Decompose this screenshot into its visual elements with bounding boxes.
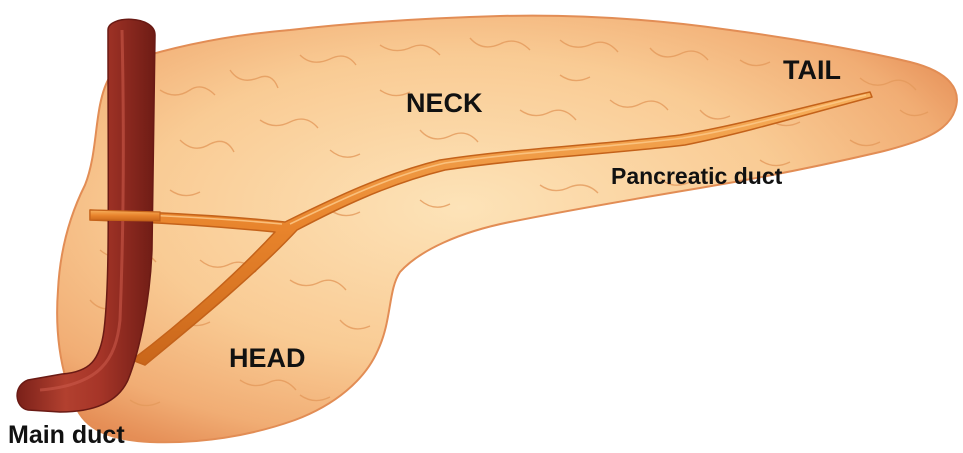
tail-label: TAIL bbox=[783, 57, 841, 84]
main-duct-label: Main duct bbox=[8, 423, 125, 448]
head-label: HEAD bbox=[229, 345, 306, 372]
pancreatic-duct-label: Pancreatic duct bbox=[611, 165, 782, 188]
neck-label: NECK bbox=[406, 90, 483, 117]
pancreatic-duct-overlap bbox=[90, 210, 160, 221]
